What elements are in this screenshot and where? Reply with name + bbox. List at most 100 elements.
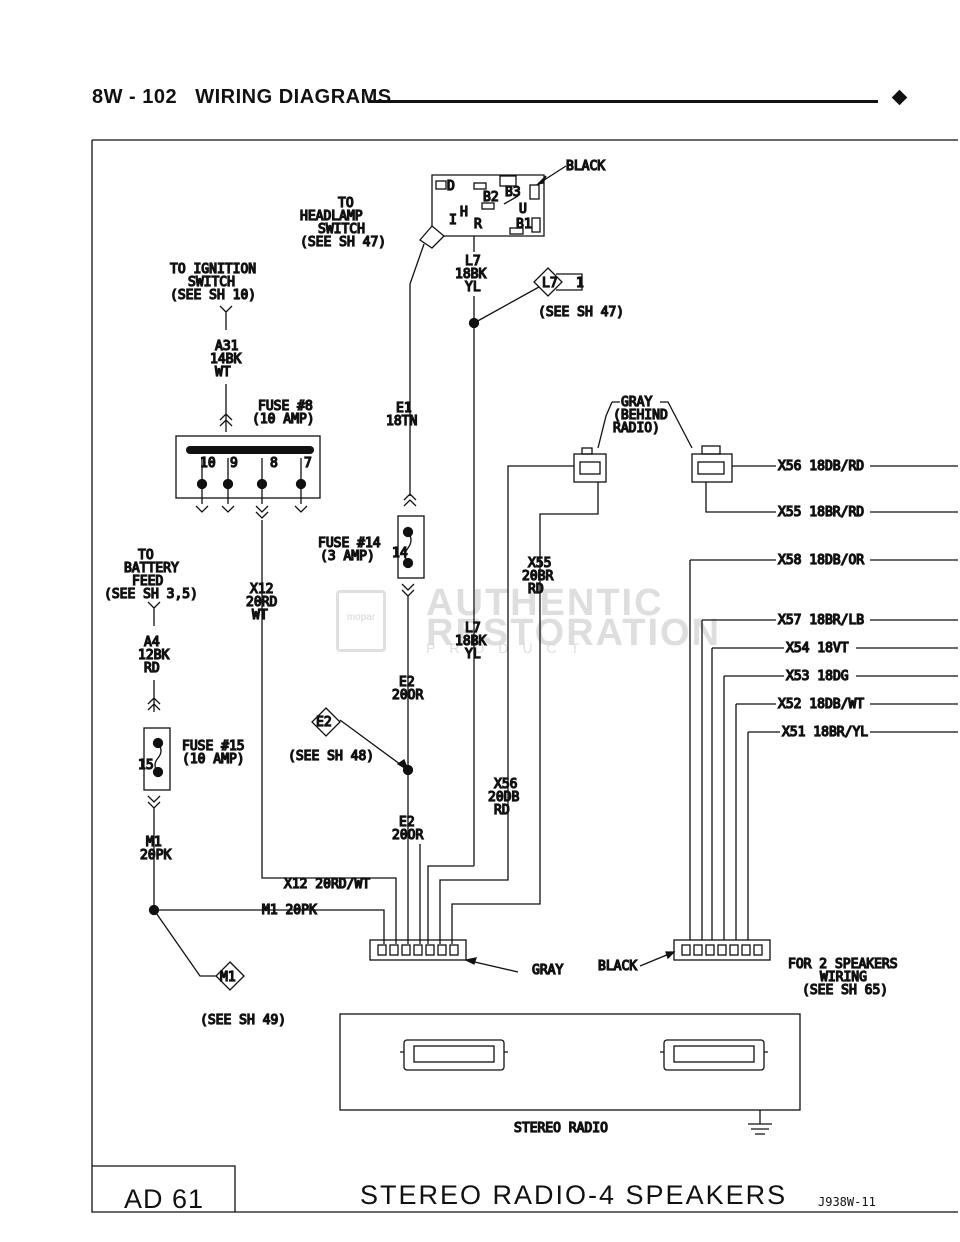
switch-pin-i: I [449,213,457,228]
wire-x57: X57 18BR/LB [778,613,864,628]
a31-2: 14BK [210,352,241,367]
a31-3: WT [215,365,231,380]
gray-radio-connector [369,939,467,961]
m1-1: M1 [146,835,162,850]
fuse8-2: (10 AMP) [252,412,315,427]
e1-label-1: E1 [396,401,412,416]
see-47: (SEE SH 47) [538,305,624,320]
x12-2: 20RD [246,595,277,610]
fuse14-box [397,515,425,579]
e2-up-1: E2 [399,675,415,690]
switch-pin-b1: B1 [516,217,532,232]
wire-x58: X58 18DB/OR [778,553,864,568]
to-ignition-2: SWITCH [188,275,235,290]
e2-up-2: 20OR [392,688,423,703]
e2-lo-1: E2 [399,815,415,830]
wire-x53: X53 18DG [786,669,849,684]
page-header: 8W - 102 WIRING DIAGRAMS [92,86,392,109]
a4-3: RD [144,661,160,676]
m1-2: 20PK [140,848,171,863]
x12-bus: X12 20RD/WT [284,877,370,892]
fuse15-label-1: FUSE #15 [182,739,245,754]
e1-wire [409,243,425,496]
header-rule [368,100,878,103]
conn-l7: L7 [542,276,558,291]
a4-2: 12BK [138,648,169,663]
stereo-label: STEREO RADIO [514,1121,608,1136]
mopar-logo: mopar [336,590,386,652]
footer-title: STEREO RADIO-4 SPEAKERS [360,1180,788,1210]
gray-behind-1: GRAY [621,395,652,410]
to-headlamp-3: SWITCH [318,222,365,237]
fuse-num-8: 8 [270,456,278,471]
gray-behind-2: (BEHIND [613,408,668,423]
see-49: (SEE SH 49) [200,1013,286,1028]
for2-3: (SEE SH 65) [802,983,888,998]
wire-x54: X54 18VT [786,641,849,656]
conn-e2: E2 [316,715,332,730]
black-label: BLACK [598,959,637,974]
switch-pin-d: D [447,179,455,194]
fuse-num-9: 9 [230,456,238,471]
fuse-block [175,435,321,499]
watermark-subtext: PRODUCT [426,640,594,656]
to-battery-2: BATTERY [124,561,179,576]
fuse8-1: FUSE #8 [258,399,313,414]
to-battery-3: FEED [132,574,163,589]
e1-label-2: 18TN [386,414,417,429]
ground-icon [748,1110,772,1135]
gray-label: GRAY [532,963,563,978]
to-headlamp-2: HEADLAMP [300,209,363,224]
see-48: (SEE SH 48) [288,749,374,764]
x12-3: WT [252,608,268,623]
wire-x56: X56 18DB/RD [778,459,864,474]
page-title: WIRING DIAGRAMS [195,86,392,108]
x55-3: RD [528,582,544,597]
page-number: 8W - 102 [92,86,178,108]
conn-m1: M1 [220,970,236,985]
for2-2: WIRING [820,970,867,985]
footer-id: J938W-11 [818,1195,876,1209]
gray-connector-left [573,453,607,483]
wire-x52: X52 18DB/WT [778,697,864,712]
black-top-label: BLACK [566,159,605,174]
switch-pin-h: H [460,205,468,220]
e2-lo-2: 20OR [392,828,423,843]
switch-pin-b3: B3 [505,185,521,200]
radio-socket-left [403,1039,505,1071]
for2-1: FOR 2 SPEAKERS [788,957,898,972]
gray-behind-3: RADIO) [613,421,660,436]
fuse15-box [143,727,171,791]
to-headlamp-1: TO [338,196,354,211]
wire-x55: X55 18BR/RD [778,505,864,520]
fuse15-label-2: (10 AMP) [182,752,245,767]
x56-3: RD [494,803,510,818]
diagram-frame [91,139,958,1213]
to-ignition-1: TO IGNITION [170,262,256,277]
radio-socket-right [663,1039,765,1071]
l7-top-1: L7 [465,254,481,269]
x55-1: X55 [528,556,551,571]
a4-1: A4 [144,635,160,650]
fuse14-num: 14 [392,546,408,561]
headlamp-switch [419,174,545,252]
stereo-radio-box [339,1013,801,1111]
fuse15-num: 15 [138,758,154,773]
to-ignition-3: (SEE SH 10) [170,288,256,303]
switch-pin-u: U [519,202,527,217]
x12-1: X12 [250,582,273,597]
to-headlamp-4: (SEE SH 47) [300,235,386,250]
to-battery-1: TO [138,548,154,563]
l7-mid-1: L7 [465,621,481,636]
black-radio-connector [673,939,771,961]
footer-box [92,1165,236,1212]
l7-top-3: YL [465,280,481,295]
l7-mid-3: YL [465,647,481,662]
x55-2: 20BR [522,569,553,584]
switch-pin-r: R [474,217,482,232]
wire-x51: X51 18BR/YL [782,725,868,740]
x56-1: X56 [494,777,517,792]
l7-mid-2: 18BK [455,634,486,649]
